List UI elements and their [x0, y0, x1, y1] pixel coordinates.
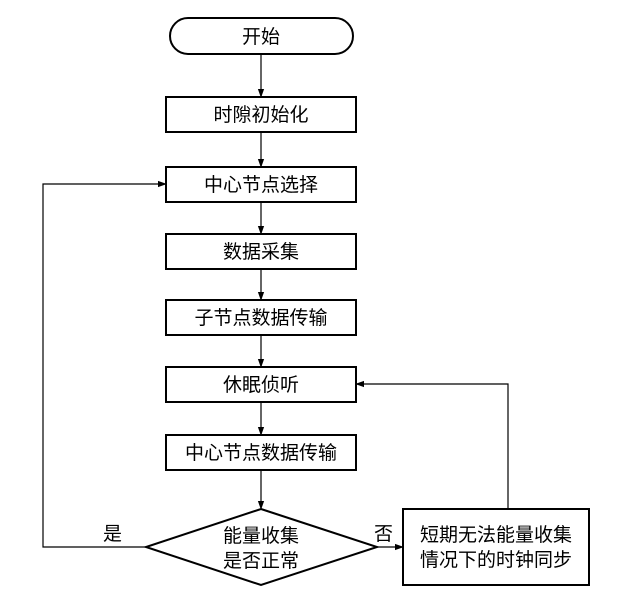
yes-label: 是 [103, 523, 122, 545]
decision-label-line2: 是否正常 [223, 550, 299, 572]
step-data-collect-label: 数据采集 [223, 241, 299, 263]
step-child-transfer-label: 子节点数据传输 [194, 307, 327, 329]
step-slot-init-box [165, 96, 357, 133]
no-label: 否 [374, 523, 393, 545]
step-center-transfer-label: 中心节点数据传输 [185, 442, 337, 464]
step-data-collect-box [165, 233, 357, 270]
step-center-node-select-label: 中心节点选择 [204, 174, 318, 196]
arrow-yes-loop [42, 180, 167, 548]
fallback-sync-box [402, 508, 590, 586]
fallback-label-line1: 短期无法能量收集 [420, 524, 572, 546]
decision-diamond [142, 507, 381, 587]
decision-label-line1: 能量收集 [223, 525, 299, 547]
fallback-label-line2: 情况下的时钟同步 [420, 549, 572, 571]
step-slot-init-label: 时隙初始化 [213, 104, 308, 126]
step-sleep-listen-label: 休眠侦听 [223, 374, 299, 396]
arrow-fallback-loop [355, 380, 509, 509]
start-label: 开始 [242, 26, 280, 48]
